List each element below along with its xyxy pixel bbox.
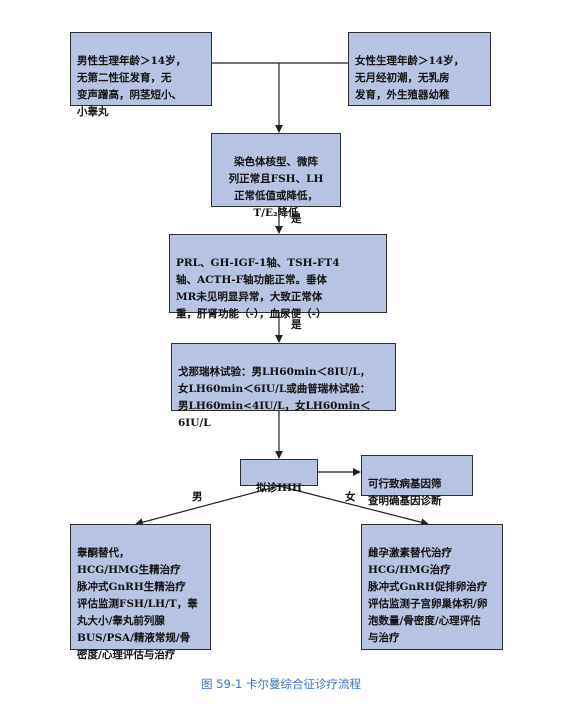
gonadorelin-test-text: 戈那瑞林试验：男LH60min＜8IU/L， 女LH60min＜6IU/L或曲普…	[178, 366, 371, 429]
female-criteria-text: 女性生理年龄＞14岁， 无月经初潮，无乳房 发育，外生殖器幼稚	[355, 55, 465, 101]
axis-check-text: PRL、GH-IGF-1轴、TSH-FT4 轴、ACTH-F轴功能正常。垂体 M…	[176, 257, 340, 320]
male-treatment-text: 睾酮替代， HCG/HMG生精治疗 脉冲式GnRH生精治疗 评估监测FSH/LH…	[77, 547, 198, 661]
karyotype-box: 染色体核型、微阵 列正常且FSH、LH 正常低值或降低， T/E₂降低	[211, 133, 341, 219]
yes-label-2: 是	[291, 319, 302, 331]
male-branch-label: 男	[192, 491, 203, 503]
female-branch-label: 女	[345, 491, 356, 503]
female-criteria-box: 女性生理年龄＞14岁， 无月经初潮，无乳房 发育，外生殖器幼稚	[348, 32, 491, 106]
female-treatment-box: 雌孕激素替代治疗 HCG/HMG治疗 脉冲式GnRH促排卵治疗 评估监测子宫卵巢…	[361, 524, 503, 650]
figure-caption: 图 59-1 卡尔曼综合征诊疗流程	[201, 677, 361, 691]
male-criteria-text: 男性生理年龄＞14岁， 无第二性征发育，无 变声蹭高，阴茎短小、 小睾丸	[77, 55, 187, 118]
diagnosis-text: 拟诊IHH	[256, 482, 302, 494]
gene-screen-box: 可行致病基因筛 查明确基因诊断	[361, 455, 473, 507]
yes-label-1: 是	[291, 213, 302, 225]
female-treatment-text: 雌孕激素替代治疗 HCG/HMG治疗 脉冲式GnRH促排卵治疗 评估监测子宫卵巢…	[368, 547, 488, 644]
male-criteria-box: 男性生理年龄＞14岁， 无第二性征发育，无 变声蹭高，阴茎短小、 小睾丸	[70, 32, 212, 118]
karyotype-text: 染色体核型、微阵 列正常且FSH、LH 正常低值或降低， T/E₂降低	[228, 156, 324, 219]
axis-check-box: PRL、GH-IGF-1轴、TSH-FT4 轴、ACTH-F轴功能正常。垂体 M…	[169, 234, 387, 320]
diagnosis-box: 拟诊IHH	[240, 459, 318, 494]
male-treatment-box: 睾酮替代， HCG/HMG生精治疗 脉冲式GnRH生精治疗 评估监测FSH/LH…	[70, 524, 211, 661]
gene-screen-text: 可行致病基因筛 查明确基因诊断	[368, 478, 442, 507]
gonadorelin-test-box: 戈那瑞林试验：男LH60min＜8IU/L， 女LH60min＜6IU/L或曲普…	[171, 343, 396, 429]
